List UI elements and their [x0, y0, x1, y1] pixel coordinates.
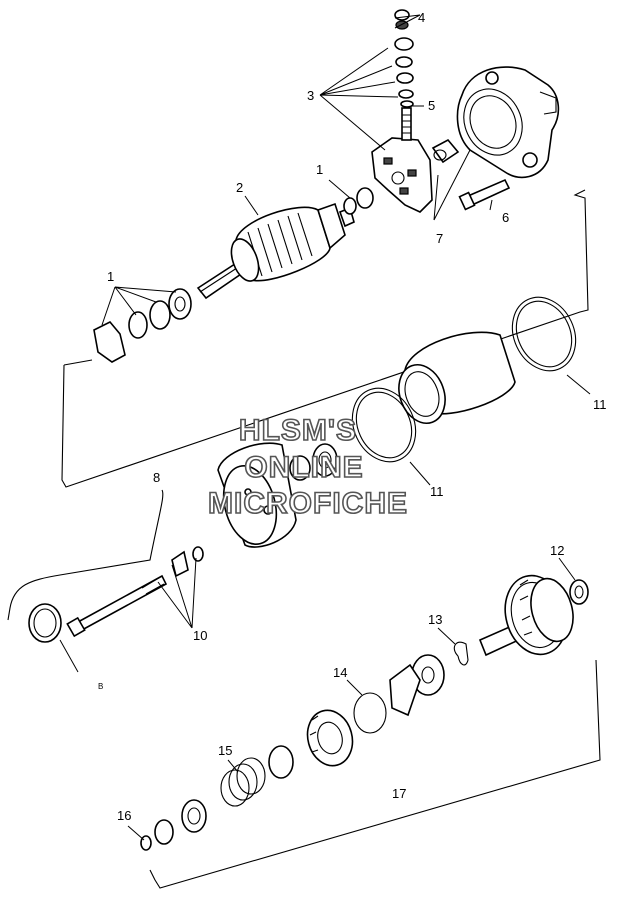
watermark-line-2: ONLINE: [244, 451, 363, 484]
through-bolt-short: [458, 178, 511, 211]
callout-4: 4: [418, 10, 425, 25]
o-ring-upper: [511, 296, 577, 372]
callout-1-upper: 1: [316, 162, 323, 177]
callout-11-lower: 11: [430, 484, 444, 499]
watermark-line-3: MICROFICHE: [208, 487, 408, 520]
callout-16: 16: [117, 808, 131, 823]
snap-ring-13: [453, 641, 469, 666]
callout-2: 2: [236, 180, 243, 195]
watermark: HLSM'S ONLINE MICROFICHE: [207, 413, 408, 521]
callout-7: 7: [436, 231, 443, 246]
gear-housing: [217, 442, 338, 548]
brush-plate-assembly: [371, 107, 433, 213]
drive-shaft-gear: [478, 574, 574, 657]
pinion-clutch: [306, 709, 354, 767]
end-cap-housing: [456, 66, 560, 179]
bushing: [431, 138, 460, 164]
callout-13: 13: [428, 612, 442, 627]
callout-8: 8: [153, 470, 160, 485]
o-ring-upper-inner: [515, 300, 573, 368]
callout-12: 12: [550, 543, 564, 558]
washer-12: [569, 579, 589, 605]
collar: [268, 745, 294, 779]
frame-group-outline: [61, 189, 589, 488]
bolt-washers-10: [171, 546, 204, 578]
o-ring-lower-inner: [355, 391, 413, 459]
lower-group-outline-17: [149, 659, 601, 889]
ring-14: [353, 692, 387, 734]
spring-15: [220, 757, 266, 807]
leader-lines: [59, 14, 591, 841]
armature-washers-upper: [343, 187, 374, 215]
armature: [196, 202, 355, 300]
armature-washers-lower: [93, 288, 192, 363]
callout-1-lower: 1: [107, 269, 114, 284]
callout-3: 3: [307, 88, 314, 103]
callout-6: 6: [502, 210, 509, 225]
callout-14: 14: [333, 665, 347, 680]
small-mark: B: [98, 682, 103, 691]
callout-5: 5: [428, 98, 435, 113]
through-bolt-long: [66, 574, 168, 638]
callout-10: 10: [193, 628, 207, 643]
lower-group-outline-8: [7, 489, 164, 621]
watermark-line-1: HLSM'S: [239, 414, 357, 447]
terminal-hardware-stack: [394, 9, 414, 108]
callout-17: 17: [392, 786, 406, 801]
callout-15: 15: [218, 743, 232, 758]
callout-11-upper: 11: [593, 397, 607, 412]
callout-labels: 4 3 5 1 2 6 7 1 11 8 11 12 10 13 14 15 1…: [98, 10, 607, 823]
washers-16: [140, 799, 207, 851]
retainer-rings: [389, 654, 445, 717]
field-frame: [398, 331, 516, 424]
o-ring-lower: [351, 387, 417, 463]
